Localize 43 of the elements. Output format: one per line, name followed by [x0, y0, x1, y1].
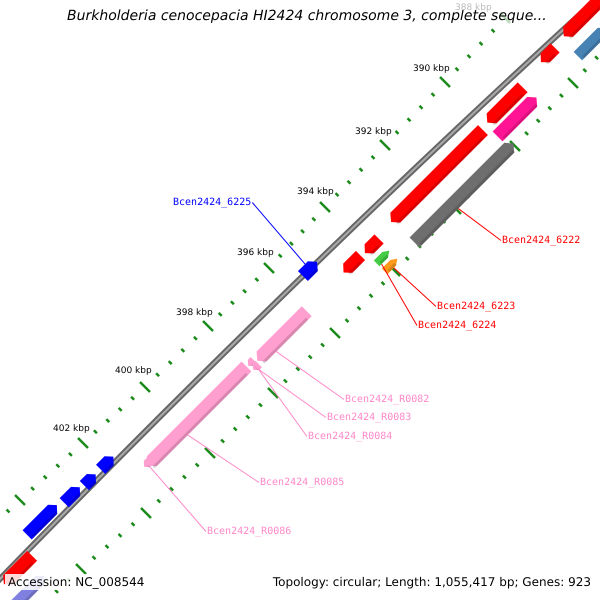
gene-feature	[574, 28, 600, 60]
gene-feature	[256, 306, 312, 364]
gene-feature	[382, 258, 398, 274]
leader-line	[393, 267, 436, 307]
scale-label: 402 kbp	[53, 424, 90, 434]
gene-feature	[22, 504, 58, 540]
gene-feature	[343, 250, 366, 275]
scale-label: 390 kbp	[413, 64, 450, 74]
leader-line	[276, 351, 344, 400]
leader-line	[187, 434, 260, 483]
scale-label: 392 kbp	[355, 127, 392, 137]
leader-line	[258, 370, 308, 437]
gene-label: Bcen2424_6225	[173, 197, 252, 208]
gene-feature	[390, 125, 488, 225]
gene-feature	[60, 486, 81, 508]
gene-feature	[540, 43, 560, 65]
leader-line	[150, 466, 206, 532]
gene-label: Bcen2424_R0085	[260, 477, 344, 488]
leader-line	[252, 202, 306, 265]
scale-label: 398 kbp	[176, 308, 213, 318]
scale-label: 396 kbp	[237, 248, 274, 258]
gene-label: Bcen2424_6222	[502, 235, 580, 246]
gene-feature	[96, 456, 114, 474]
gene-label: Bcen2424_6223	[437, 301, 516, 312]
gene-feature	[364, 234, 384, 256]
scale-label: 400 kbp	[115, 366, 152, 376]
gene-label: Bcen2424_R0082	[345, 394, 430, 405]
gene-label: Bcen2424_6224	[418, 320, 496, 331]
gene-feature	[144, 458, 153, 468]
gene-feature	[298, 261, 318, 282]
gene-feature	[486, 82, 528, 126]
gene-feature	[252, 361, 262, 371]
scale-label: 394 kbp	[297, 187, 334, 197]
gene-feature	[563, 0, 600, 40]
gene-label: Bcen2424_R0084	[308, 431, 392, 442]
gene-label: Bcen2424_R0083	[327, 412, 412, 423]
leader-line	[458, 208, 502, 241]
leader-line	[254, 366, 326, 418]
leader-line	[381, 264, 418, 326]
gene-feature	[374, 250, 390, 266]
gene-label: Bcen2424_R0086	[207, 526, 292, 537]
gene-feature	[492, 96, 538, 142]
gene-feature	[80, 474, 97, 490]
